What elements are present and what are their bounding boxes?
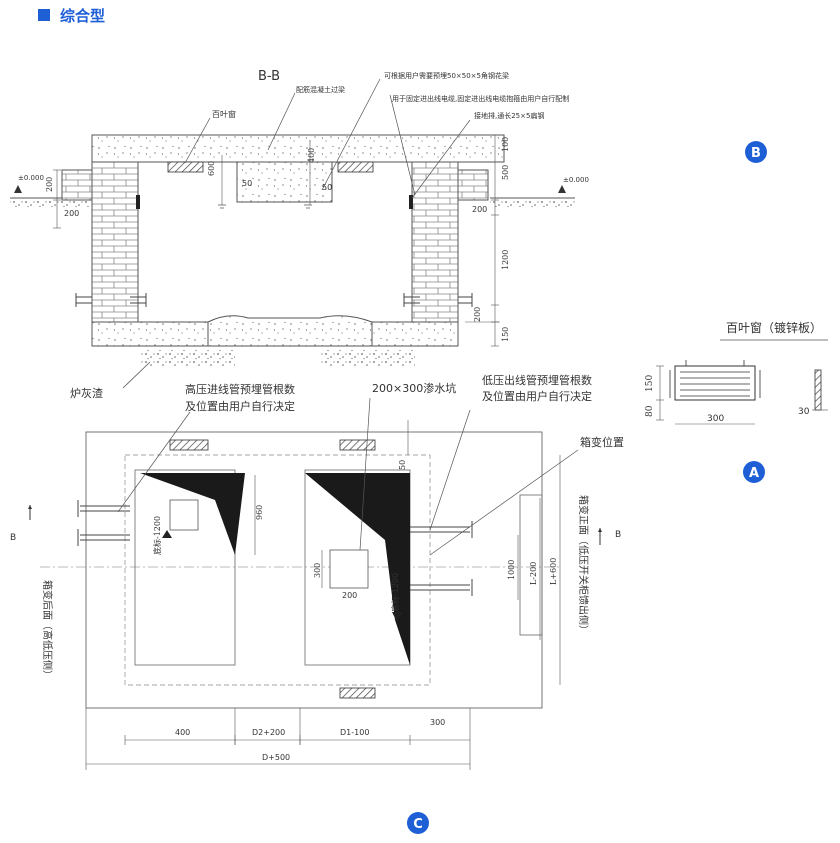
- dim-300-plan: 300: [313, 563, 322, 578]
- ground-bar-left: [136, 195, 140, 209]
- louver-h1: 150: [645, 375, 655, 392]
- dim-1200: 1200: [501, 250, 510, 270]
- louver-w: 300: [707, 414, 724, 424]
- dim-600: 600: [207, 161, 216, 176]
- svg-text:A: A: [749, 466, 759, 481]
- badge-c[interactable]: C: [407, 812, 429, 834]
- badge-a[interactable]: A: [743, 461, 765, 483]
- dim-d1: D1-100: [340, 728, 369, 737]
- dim-150: 150: [501, 327, 510, 342]
- dim-400: 400: [307, 148, 316, 163]
- badge-b[interactable]: B: [745, 141, 767, 163]
- note-lv-pipe2: 及位置由用户自行决定: [482, 389, 592, 403]
- cut-b-left: B: [10, 533, 16, 543]
- plan-view: B B 960 50 300 200 底标-1200 底标-1200 1000 …: [10, 373, 624, 770]
- dim-100: 100: [501, 137, 510, 152]
- slag-label: 炉灰渣: [70, 386, 103, 400]
- dim-left-chain: [53, 169, 61, 229]
- seepage-pit: [329, 549, 369, 589]
- floor-left: 底标-1200: [152, 516, 162, 555]
- plan-inner-dashed: [124, 454, 431, 686]
- floor-right: 底标-1200: [390, 573, 400, 612]
- ground-bar-right: [409, 195, 413, 209]
- note-angle-steel: 可根据用户需要预埋50×50×5角钢花梁: [384, 71, 509, 80]
- louver-detail: 百叶窗（镀锌板） 150 80 300 30: [645, 321, 828, 425]
- note-ground-bar: 接地排,通长25×5扁钢: [474, 111, 544, 120]
- note-hv-pipe: 高压进线管预埋管根数: [185, 382, 295, 396]
- note-hv-pipe2: 及位置由用户自行决定: [185, 399, 295, 413]
- level-right: ±0.000: [563, 176, 589, 184]
- dim-w400: 400: [175, 728, 190, 737]
- dim-50a: 50: [242, 179, 252, 188]
- louver-h2: 80: [645, 405, 655, 417]
- slope-left: [140, 473, 245, 555]
- dim-960: 960: [255, 505, 264, 520]
- dim-200-plan: 200: [342, 591, 357, 600]
- concrete-beam: [91, 134, 505, 163]
- dim-200-r2: 200: [473, 307, 482, 322]
- svg-text:B: B: [751, 146, 761, 161]
- louver-detail-title: 百叶窗（镀锌板）: [726, 321, 822, 335]
- plan-right-dims: [517, 455, 561, 685]
- louver-dims: [656, 365, 755, 425]
- dim-50-plan: 50: [398, 460, 407, 470]
- slag-right: [320, 350, 415, 366]
- louver-slats: [669, 360, 761, 398]
- brick-wall-right: [411, 161, 459, 323]
- leaders-top: [184, 78, 471, 199]
- floor-slab: [91, 315, 459, 347]
- page-title: 综合型: [60, 6, 106, 25]
- brick-wall-left: [91, 161, 139, 323]
- slope-right: [305, 473, 410, 665]
- louver-left: [167, 161, 204, 173]
- louver-side: 30: [798, 407, 810, 417]
- side-front: 箱变正面（低压开关柜馈出侧）: [577, 495, 590, 635]
- note-box-pos: 箱变位置: [580, 435, 624, 449]
- dim-d2: D2+200: [252, 728, 285, 737]
- dim-right-chain: [465, 134, 500, 347]
- dim-200-l2: 200: [64, 209, 79, 218]
- plan-pipes-right: [410, 521, 473, 596]
- pipes: [75, 293, 473, 307]
- dim-total: D+500: [262, 753, 290, 762]
- section-bb: B-B ±0.000 ±0.000: [10, 69, 589, 400]
- dim-w300: 300: [430, 718, 445, 727]
- cut-b-right: B: [615, 530, 621, 540]
- center-pier: [236, 161, 333, 203]
- dim-1000: 1000: [507, 560, 516, 580]
- header-square-icon: [38, 9, 50, 21]
- note-beam: 配筋混凝土过梁: [296, 85, 345, 94]
- dim-l600: L+600: [549, 558, 558, 585]
- dim-l200: L-200: [529, 562, 538, 585]
- header: 综合型: [38, 5, 105, 25]
- dim-50b: 50: [322, 183, 332, 192]
- leaders-plan: [117, 397, 579, 556]
- section-bb-title: B-B: [258, 69, 280, 84]
- note-louver: 百叶窗: [212, 109, 236, 119]
- plan-pit-left: [134, 469, 236, 666]
- plan-bottom-dims: [85, 708, 471, 770]
- louver-right: [337, 161, 374, 173]
- dim-500: 500: [501, 165, 510, 180]
- dim-200-l: 200: [45, 177, 54, 192]
- side-back: 箱变后面（高低压侧）: [41, 580, 54, 680]
- note-cable-fix: 用于固定进出线电缆,固定进出线电缆抱箍由用户自行配制: [392, 94, 569, 103]
- slag-left: [140, 350, 235, 366]
- note-lv-pipe: 低压出线管预埋管根数: [482, 373, 592, 387]
- plan-pipes-left: [77, 500, 130, 546]
- svg-text:C: C: [413, 817, 423, 832]
- note-pit: 200×300渗水坑: [372, 381, 456, 395]
- level-left: ±0.000: [18, 174, 44, 182]
- dim-200-r: 200: [472, 205, 487, 214]
